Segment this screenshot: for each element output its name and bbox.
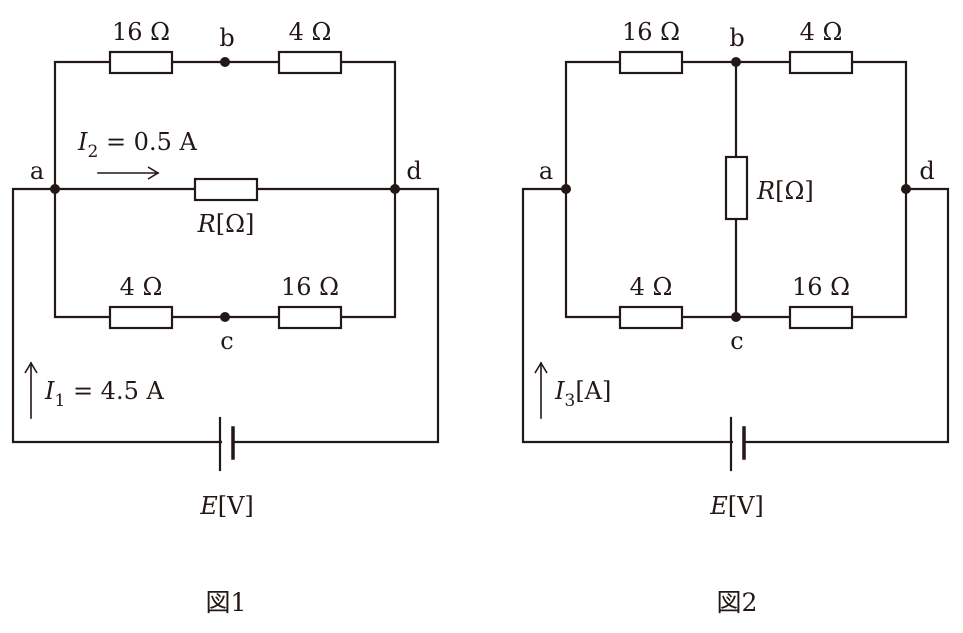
fig1-label-4-top: 4 Ω — [289, 18, 332, 46]
fig1-current2-arrow — [97, 166, 160, 180]
fig2-current3-label: I3[A] — [554, 377, 611, 411]
fig2-resistor-top-right — [788, 50, 854, 75]
fig2-bridge-resistor-label: R[Ω] — [756, 177, 814, 205]
fig2-node-b-label: b — [729, 24, 744, 52]
fig2-battery-gap — [733, 438, 742, 446]
fig2-label-4-bottom: 4 Ω — [630, 273, 673, 301]
fig2-current3-arrow — [534, 361, 548, 419]
fig1-label-16-top: 16 Ω — [112, 18, 170, 46]
fig1-node-d-label: d — [406, 157, 421, 185]
fig1-middle-resistor-label: R[Ω] — [197, 210, 255, 238]
fig2-node-a-dot — [561, 184, 571, 194]
fig1-node-c-label: c — [220, 327, 233, 355]
fig1-resistor-top-left — [108, 50, 174, 75]
fig2-caption: 図2 — [717, 588, 758, 617]
fig1-current1-arrow — [24, 361, 38, 419]
fig2-resistor-bottom-left — [618, 305, 684, 330]
figure-2: 16 Ω 4 Ω 4 Ω 16 Ω b c a d R[Ω] I3[A] E[V… — [521, 18, 950, 617]
fig2-label-4-top: 4 Ω — [800, 18, 843, 46]
fig2-resistor-bottom-right — [788, 305, 854, 330]
fig1-resistor-middle — [193, 177, 259, 202]
figure-1: 16 Ω 4 Ω 4 Ω 16 Ω b c a d R[Ω] I2 = 0.5 … — [11, 18, 440, 617]
fig1-current1-label: I1 = 4.5 A — [44, 377, 164, 411]
fig2-label-16-bottom: 16 Ω — [792, 273, 850, 301]
fig1-node-b-label: b — [219, 24, 234, 52]
fig1-battery-gap — [222, 438, 231, 446]
fig1-node-c-dot — [220, 312, 230, 322]
fig2-resistor-top-left — [618, 50, 684, 75]
fig2-resistor-bridge — [724, 155, 749, 221]
fig2-node-d-label: d — [919, 157, 934, 185]
fig1-resistor-top-right — [277, 50, 343, 75]
fig2-node-c-label: c — [730, 327, 743, 355]
fig1-label-16-bottom: 16 Ω — [281, 273, 339, 301]
fig1-label-4-bottom: 4 Ω — [120, 273, 163, 301]
fig2-node-c-dot — [731, 312, 741, 322]
fig1-node-a-dot — [50, 184, 60, 194]
fig1-resistor-bottom-left — [108, 305, 174, 330]
fig1-emf-label: E[V] — [199, 492, 254, 520]
fig1-resistor-bottom-right — [277, 305, 343, 330]
fig1-node-d-dot — [390, 184, 400, 194]
fig1-caption: 図1 — [206, 588, 247, 617]
fig1-node-b-dot — [220, 57, 230, 67]
fig2-label-16-top: 16 Ω — [622, 18, 680, 46]
fig2-emf-label: E[V] — [709, 492, 764, 520]
fig1-current2-label: I2 = 0.5 A — [77, 128, 197, 162]
fig2-node-d-dot — [901, 184, 911, 194]
fig2-node-b-dot — [731, 57, 741, 67]
fig1-node-a-label: a — [30, 157, 44, 185]
fig2-node-a-label: a — [539, 157, 553, 185]
